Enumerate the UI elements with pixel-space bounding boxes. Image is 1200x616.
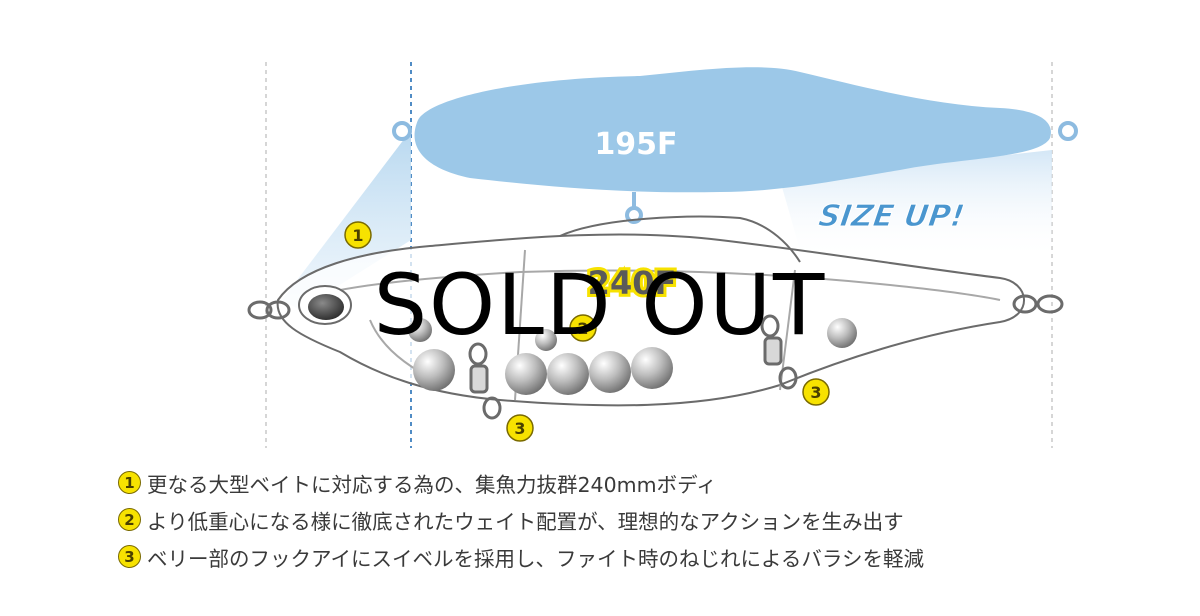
eye-icon bbox=[298, 285, 352, 325]
size-projection bbox=[282, 130, 411, 310]
belly-swivel-icon bbox=[468, 342, 502, 420]
feature-number-badge: 3 bbox=[118, 545, 141, 568]
callout-1: 1 bbox=[344, 221, 372, 249]
callout-3-rear: 3 bbox=[802, 378, 830, 406]
callout-2: 2 bbox=[569, 314, 597, 342]
front-ring-icon bbox=[247, 300, 291, 320]
model-240f-label: 240F bbox=[588, 264, 677, 302]
rear-swivel-icon bbox=[760, 314, 798, 390]
svg-text:1: 1 bbox=[352, 226, 363, 245]
rear-ring-icon bbox=[1012, 294, 1064, 314]
feature-text: ベリー部のフックアイにスイベルを採用し、ファイト時のねじれによるバラシを軽減 bbox=[147, 546, 924, 571]
svg-text:3: 3 bbox=[514, 419, 525, 438]
feature-item: 3 ベリー部のフックアイにスイベルを採用し、ファイト時のねじれによるバラシを軽減 bbox=[118, 538, 1118, 575]
feature-text: 更なる大型ベイトに対応する為の、集魚力抜群240mmボディ bbox=[147, 472, 717, 497]
callout-3-belly: 3 bbox=[506, 414, 534, 442]
size-up-label: SIZE UP! bbox=[816, 199, 966, 234]
svg-text:2: 2 bbox=[577, 319, 588, 338]
small-lure-195f bbox=[392, 67, 1078, 224]
feature-text: より低重心になる様に徹底されたウェイト配置が、理想的なアクションを生み出す bbox=[147, 509, 904, 534]
weight-balls bbox=[408, 318, 857, 395]
feature-item: 2 より低重心になる様に徹底されたウェイト配置が、理想的なアクションを生み出す bbox=[118, 501, 1118, 538]
feature-number-badge: 1 bbox=[118, 471, 141, 494]
feature-list: 1 更なる大型ベイトに対応する為の、集魚力抜群240mmボディ 2 より低重心に… bbox=[118, 464, 1118, 575]
feature-number-badge: 2 bbox=[118, 508, 141, 531]
sold-out-label: SOLD OUT bbox=[374, 256, 827, 354]
feature-item: 1 更なる大型ベイトに対応する為の、集魚力抜群240mmボディ bbox=[118, 464, 1118, 501]
model-195f-label: 195F bbox=[594, 127, 677, 162]
svg-text:3: 3 bbox=[810, 383, 821, 402]
